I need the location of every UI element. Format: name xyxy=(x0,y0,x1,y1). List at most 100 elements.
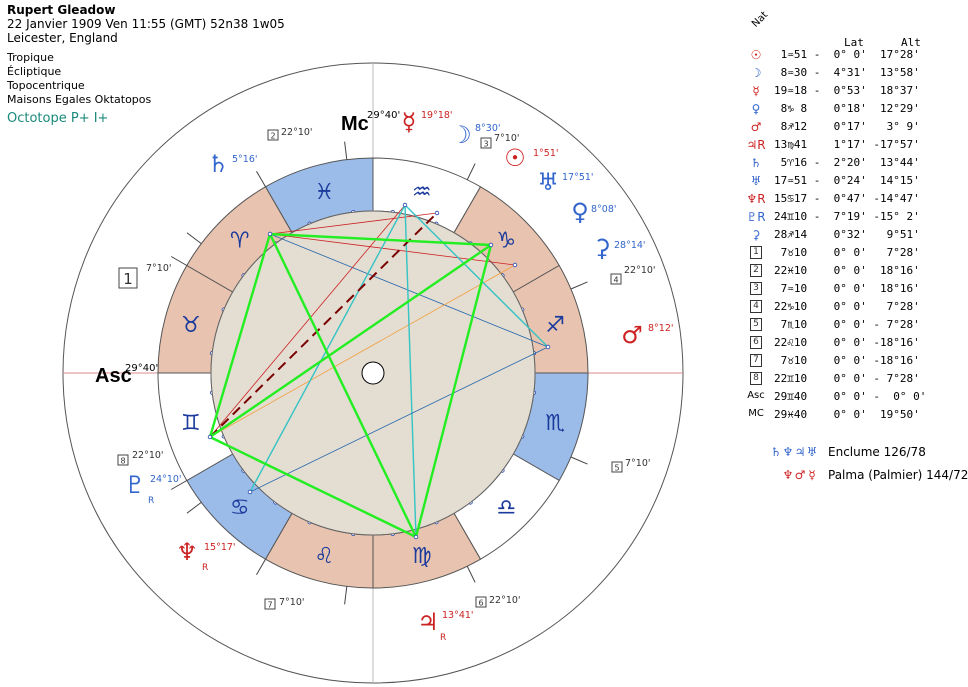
row-values: 8♐12 0°17' 3° 9' xyxy=(774,120,920,133)
row-values: 15♋17 - 0°47' -14°47' xyxy=(774,192,920,205)
house-number: 7 xyxy=(267,601,272,610)
row-values: 1♒51 - 0° 0' 17°28' xyxy=(774,48,920,61)
house-box xyxy=(480,137,492,149)
aspect-line xyxy=(249,346,549,493)
saturn-icon: ♄ xyxy=(207,150,229,178)
mars-icon: ♂ xyxy=(621,321,643,349)
table-row: 1 7♉10 0° 0' 7°28' xyxy=(744,246,954,264)
row-symbol: ♇R xyxy=(746,210,766,224)
row-values: 22♑10 0° 0' 7°28' xyxy=(774,300,920,313)
sign-glyph: ♊ xyxy=(181,411,201,436)
row-values: 29♓40 0° 0' 19°50' xyxy=(774,408,920,421)
nat-column-label: Nat xyxy=(750,9,771,30)
house-box xyxy=(475,596,487,608)
table-row: ♇R 24♊10 - 7°19' -15° 2' xyxy=(744,210,954,228)
row-symbol: 1 xyxy=(744,246,768,259)
row-symbol: 7 xyxy=(744,354,768,367)
mercury-icon: ☿ xyxy=(402,108,417,136)
aspect-vertex xyxy=(488,242,494,248)
octotope-line xyxy=(269,232,492,247)
table-row: ♂ 8♐12 0°17' 3° 9' xyxy=(744,120,954,138)
aspect-line xyxy=(209,264,516,438)
aspect-line xyxy=(269,233,516,266)
astrological-wheel: ♓♒♑♐♏♎♍♌♋♊♉♈ ☿19°18'☽8°30'☉1°51'♅17°51'♀… xyxy=(62,62,684,684)
pattern-row: ♄♆♃♅ Enclume 126/78 xyxy=(744,445,926,459)
row-symbol: ♆R xyxy=(746,192,766,206)
row-values: 29♊40 0° 0' - 0° 0' xyxy=(774,390,927,403)
row-values: 22♊10 0° 0' - 7°28' xyxy=(774,372,920,385)
row-values: 7♉10 0° 0' -18°16' xyxy=(774,354,920,367)
row-values: 17♒51 - 0°24' 14°15' xyxy=(774,174,920,187)
pattern-label: Enclume 126/78 xyxy=(828,445,926,459)
neptune-retrograde: R xyxy=(202,563,208,573)
birth-datetime: 22 Janvier 1909 Ven 11:55 (GMT) 52n38 1w… xyxy=(7,17,285,31)
house-box xyxy=(118,267,138,289)
aspect-vertex xyxy=(247,489,253,495)
row-symbol: 8 xyxy=(744,372,768,385)
sign-glyph: ♓ xyxy=(314,180,334,205)
mercury-degree: 19°18' xyxy=(421,110,453,121)
sign-glyph: ♏ xyxy=(545,411,565,436)
zodiac-sign-ring: ♓♒♑♐♏♎♍♌♋♊♉♈ xyxy=(157,157,589,589)
uranus-icon: ♅ xyxy=(537,168,559,196)
octotope-line xyxy=(414,244,493,538)
cusp-tick xyxy=(570,281,588,290)
row-values: 8♒30 - 4°31' 13°58' xyxy=(774,66,920,79)
house-box xyxy=(610,273,622,285)
saturn-degree: 5°16' xyxy=(232,154,258,165)
house-degree: 7°10' xyxy=(279,597,305,608)
planet-labels: ☿19°18'☽8°30'☉1°51'♅17°51'♀8°08'⚳28°14'♂… xyxy=(124,108,673,643)
sign-glyph: ♈ xyxy=(230,229,250,254)
aspect-line xyxy=(404,204,549,348)
asc-label: Asc xyxy=(95,365,132,387)
house-box xyxy=(264,598,276,610)
table-row: ☽ 8♒30 - 4°31' 13°58' xyxy=(744,66,954,84)
venus-icon: ♀ xyxy=(571,198,589,226)
sign-glyph: ♑ xyxy=(496,229,516,254)
house-degree: 22°10' xyxy=(132,450,164,461)
row-symbol: ☿ xyxy=(752,84,760,98)
house-number: 1 xyxy=(123,270,133,288)
octotope-line xyxy=(209,244,492,438)
row-values: 24♊10 - 7°19' -15° 2' xyxy=(774,210,920,223)
moon-degree: 8°30' xyxy=(475,123,501,134)
aspect-vertex xyxy=(413,534,419,540)
table-row: ♅17♒51 - 0°24' 14°15' xyxy=(744,174,954,192)
row-symbol: ♄ xyxy=(750,156,762,170)
octotope-line xyxy=(208,233,272,438)
row-values: 7♏10 0° 0' - 7°28' xyxy=(774,318,920,331)
house-box xyxy=(267,129,279,141)
row-symbol: ♀ xyxy=(751,102,761,116)
row-values: 19♒18 - 0°53' 18°37' xyxy=(774,84,920,97)
ceres-icon: ⚳ xyxy=(593,234,611,262)
cusp-tick xyxy=(466,566,476,583)
pattern-glyphs: ♆♂☿ xyxy=(782,468,816,482)
aspect-line xyxy=(269,212,438,235)
lat-column-header: Lat xyxy=(844,36,864,49)
row-symbol: 3 xyxy=(744,282,768,295)
table-row: MC 29♓40 0° 0' 19°50' xyxy=(744,408,954,426)
house-number: 5 xyxy=(614,464,619,473)
aspect-lines xyxy=(207,202,551,540)
pluto-degree: 24°10' xyxy=(150,474,182,485)
house-number: 2 xyxy=(270,132,275,141)
aspect-vertex xyxy=(402,202,408,208)
sign-glyph: ♎ xyxy=(496,495,516,520)
table-row: 8 22♊10 0° 0' - 7°28' xyxy=(744,372,954,390)
row-symbol: ⚳ xyxy=(751,228,761,242)
aspect-vertex xyxy=(207,434,213,440)
cusp-tick xyxy=(466,163,476,180)
jupiter-icon: ♃ xyxy=(417,608,439,636)
cusp-tick xyxy=(170,480,188,490)
row-values: 5♈16 - 2°20' 13°44' xyxy=(774,156,920,169)
pattern-glyphs: ♄♆♃♅ xyxy=(770,445,818,459)
row-values: 22♌10 0° 0' -18°16' xyxy=(774,336,920,349)
house-number: 3 xyxy=(483,140,488,149)
aspect-line xyxy=(269,233,549,348)
mc-label: Mc xyxy=(341,113,369,135)
sign-glyph: ♋ xyxy=(230,495,250,520)
house-degree: 22°10' xyxy=(624,265,656,276)
row-symbol: MC xyxy=(748,408,764,419)
row-symbol: ♃R xyxy=(746,138,766,152)
